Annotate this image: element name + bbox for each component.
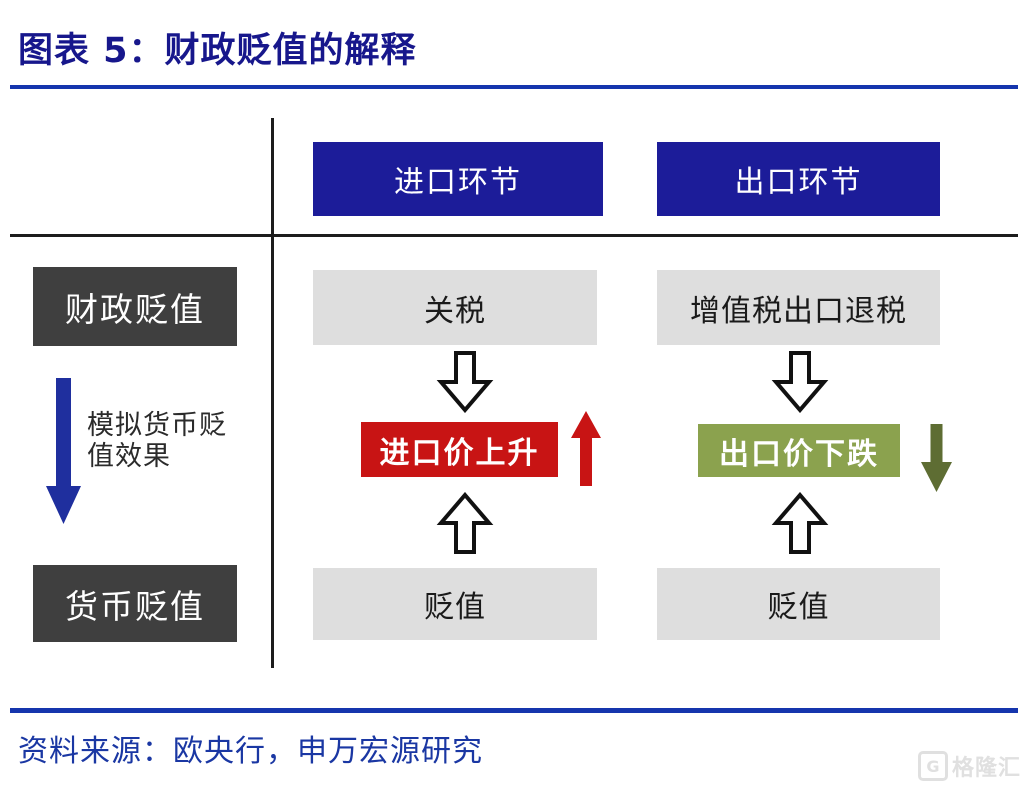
flow-up-arrow-icon: [435, 491, 495, 558]
price-down-arrow-icon: [921, 424, 952, 496]
row-label-fiscal-devaluation: 财政贬值: [33, 267, 237, 346]
cell-vat-export-rebate: 增值税出口退税: [657, 270, 940, 345]
import-price-rise-box: 进口价上升: [361, 422, 558, 477]
flow-down-arrow-icon: [435, 351, 495, 417]
flow-down-arrow-icon: [770, 351, 830, 417]
cell-devaluation-export: 贬值: [657, 568, 940, 640]
watermark-g-icon: G: [917, 751, 948, 781]
simulate-down-arrow-icon: [45, 378, 82, 529]
cell-devaluation-import: 贬值: [313, 568, 597, 640]
watermark-logo: G 格隆汇: [917, 750, 1021, 782]
cell-tariff: 关税: [313, 270, 597, 345]
row-label-currency-devaluation: 货币贬值: [33, 565, 237, 642]
simulate-effect-label: 模拟货币贬值效果: [87, 410, 227, 472]
figure-title: 图表 5：财政贬值的解释: [18, 31, 417, 71]
flow-up-arrow-icon: [770, 491, 830, 558]
price-up-arrow-icon: [571, 411, 601, 490]
watermark-text: 格隆汇: [951, 756, 1021, 781]
source-note: 资料来源：欧央行，申万宏源研究: [18, 734, 483, 769]
table-horizontal-divider: [10, 234, 1018, 237]
title-underline: [10, 85, 1018, 89]
table-vertical-divider: [271, 118, 274, 668]
column-header-export: 出口环节: [657, 142, 940, 216]
export-price-fall-box: 出口价下跌: [698, 424, 900, 477]
column-header-import: 进口环节: [313, 142, 603, 216]
footer-divider: [10, 708, 1018, 713]
